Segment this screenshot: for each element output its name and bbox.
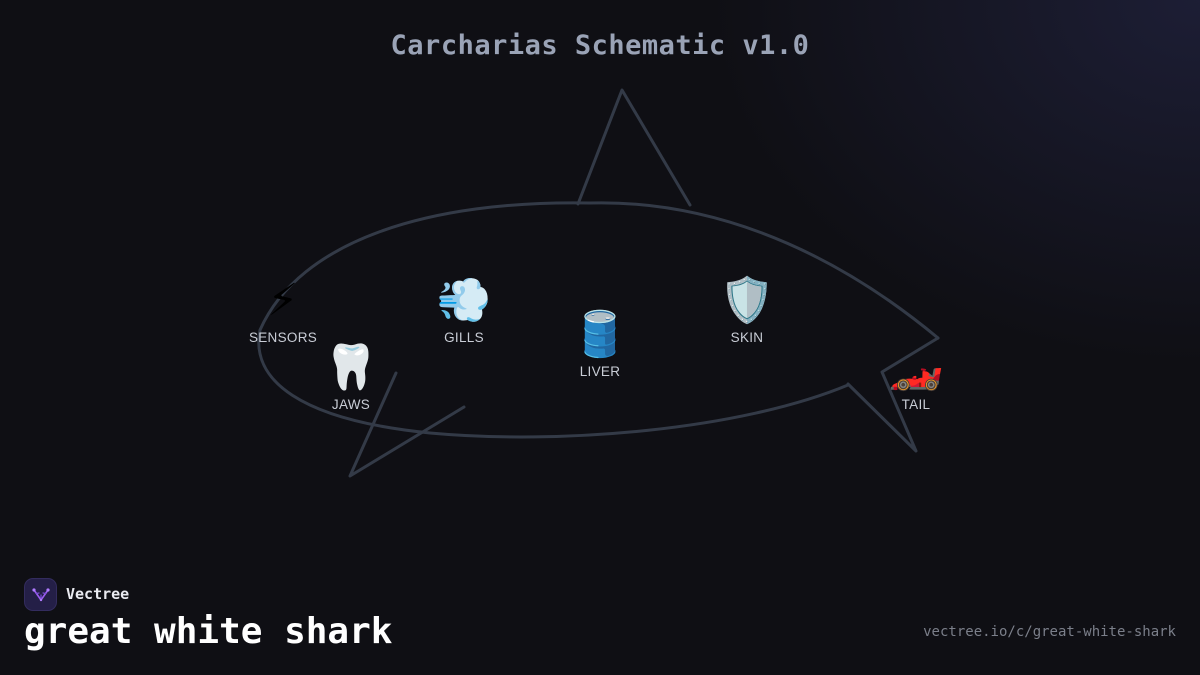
tooth-icon: 🦷 — [323, 342, 379, 393]
organ-sensors[interactable]: ⚡ SENSORS — [228, 275, 338, 346]
race-car-icon: 🏎️ — [888, 342, 944, 393]
organ-label: GILLS — [444, 330, 484, 345]
organ-label: TAIL — [901, 397, 931, 412]
subject-title: great white shark — [24, 611, 393, 652]
oil-drum-icon: 🛢️ — [572, 309, 628, 360]
shield-icon: 🛡️ — [719, 275, 775, 326]
dash-wind-icon: 💨 — [436, 275, 492, 326]
pectoral-fin-outline — [348, 371, 466, 478]
shark-body-outline — [257, 201, 940, 439]
organ-label: LIVER — [579, 364, 621, 379]
organ-liver[interactable]: 🛢️ LIVER — [545, 309, 655, 380]
organ-gills[interactable]: 💨 GILLS — [409, 275, 519, 346]
diagram-title: Carcharias Schematic v1.0 — [390, 30, 810, 61]
vectree-logo-glyph — [31, 588, 50, 602]
dorsal-fin-outline — [576, 88, 692, 207]
brand-name: Vectree — [66, 585, 130, 603]
brand[interactable]: Vectree — [24, 577, 129, 611]
organ-jaws[interactable]: 🦷 JAWS — [296, 342, 406, 413]
organ-skin[interactable]: 🛡️ SKIN — [692, 275, 802, 346]
organ-label: JAWS — [331, 397, 371, 412]
tail-fin-outline — [846, 336, 940, 453]
organ-label: SENSORS — [248, 330, 318, 345]
organ-label: SKIN — [730, 330, 764, 345]
lightning-icon: ⚡ — [267, 275, 299, 326]
vectree-logo-icon — [24, 577, 57, 611]
organ-tail[interactable]: 🏎️ TAIL — [861, 342, 971, 413]
share-url[interactable]: vectree.io/c/great-white-shark — [923, 624, 1176, 640]
